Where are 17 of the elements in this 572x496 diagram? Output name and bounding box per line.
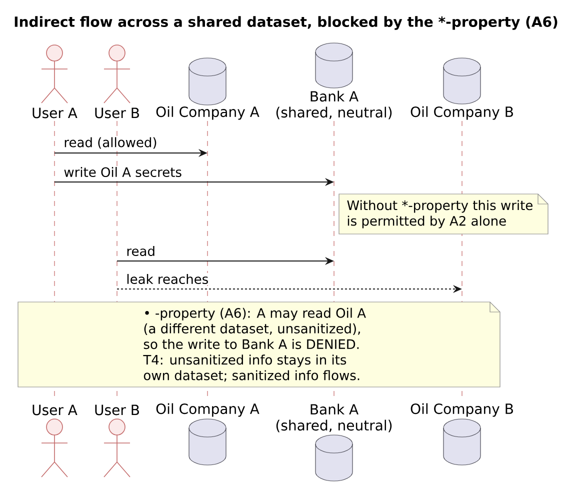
participant-label: Oil Company A — [156, 403, 260, 417]
participant-label: User B — [95, 108, 139, 118]
participant-label: Oil Company B — [410, 403, 513, 417]
participant-label: User A — [32, 108, 78, 118]
message-label: read (allowed) — [62, 136, 158, 150]
note: • -property (A6): A may read Oil A (a different dataset, unsanitized), so the write to Bank A is DENIED. T4: unsanitized info stays in its own dataset; sanitized info flows. — [18, 302, 500, 388]
participant-label: Bank A (shared, neutral) — [276, 90, 392, 120]
note: Without *-property this write is permitted by A2 alone — [338, 194, 548, 234]
participant-label: Oil Company A — [156, 106, 260, 120]
participant-label: Bank A (shared, neutral) — [276, 404, 392, 432]
message-label: leak reaches — [125, 272, 210, 286]
participant-label: Oil Company B — [410, 106, 513, 120]
message-label: read — [125, 244, 156, 258]
message-label: write Oil A secrets — [62, 166, 183, 178]
participant-label: User A — [32, 404, 78, 416]
title: Indirect flow across a shared dataset, blocked by the *-property (A6) — [14, 16, 558, 30]
participant-label: User B — [95, 404, 139, 416]
